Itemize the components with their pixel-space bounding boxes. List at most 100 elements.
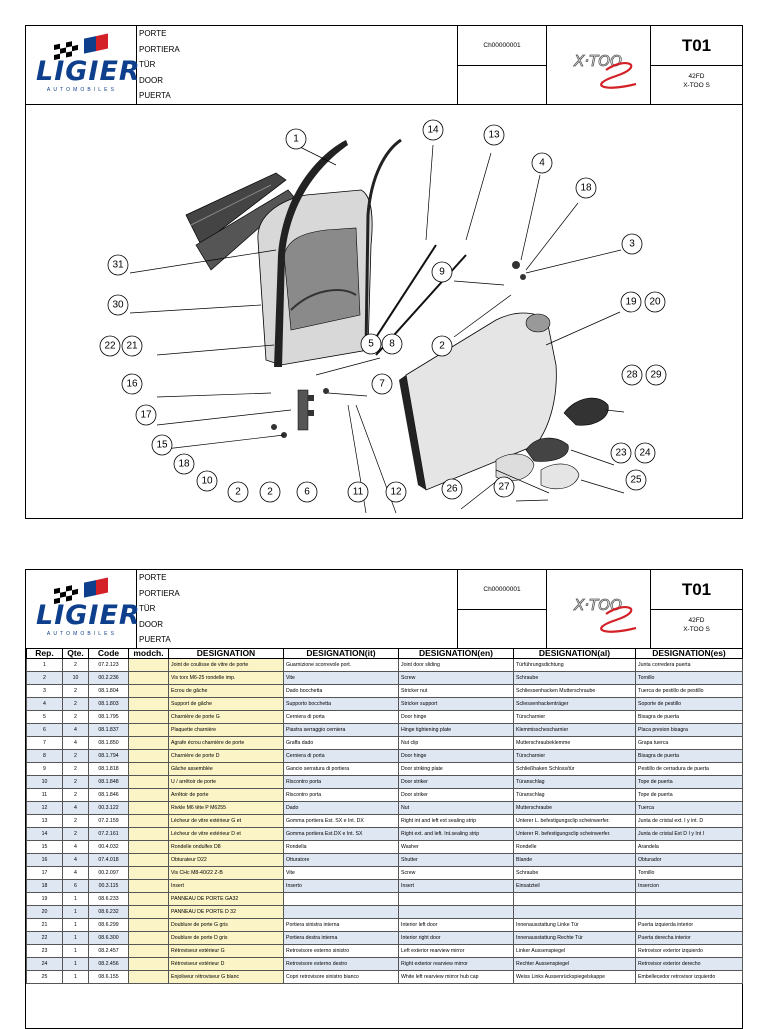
title-fr: PORTE — [139, 29, 167, 38]
designation-es-cell: Tornillo — [635, 866, 743, 880]
title-de: TÜR — [139, 604, 156, 614]
designation-es-cell: Bisagra de puerta — [635, 710, 743, 724]
svg-text:14: 14 — [427, 125, 439, 136]
designation-it-cell: Inserto — [283, 879, 399, 893]
designation-al-cell — [513, 905, 636, 919]
svg-text:7: 7 — [379, 379, 385, 390]
qte-cell: 2 — [62, 775, 89, 789]
designation-cell: U / arrêtoir de porte — [168, 775, 284, 789]
designation-en-cell: Nut — [398, 801, 514, 815]
rep-cell: 20 — [26, 905, 63, 919]
designation-it-cell: Guarnizione scorrevole port. — [283, 658, 399, 672]
designation-cell: Doublure de porte D gris — [168, 931, 284, 945]
modch-cell — [128, 970, 169, 984]
designation-al-cell: Mutterschraubeklemme — [513, 736, 636, 750]
designation-it-cell: Retrovisore esterno destro — [283, 957, 399, 971]
rep-cell: 21 — [26, 918, 63, 932]
designation-it-cell — [283, 905, 399, 919]
svg-text:27: 27 — [498, 482, 510, 493]
designation-es-cell: Puerta derecha interior — [635, 931, 743, 945]
designation-al-cell: Klemmisschescharnier — [513, 723, 636, 737]
callout-26: 26 — [441, 478, 463, 500]
modch-cell — [128, 697, 169, 711]
modch-cell — [128, 749, 169, 763]
modch-cell — [128, 827, 169, 841]
designation-al-cell: Einsatzteil — [513, 879, 636, 893]
sheet-header: LIGIER AUTOMOBILES PORTE PORTIERA TÜR DO… — [26, 26, 742, 105]
callout-28: 28 — [621, 364, 643, 386]
designation-it-cell: Portiera sinistra interna — [283, 918, 399, 932]
designation-es-cell — [635, 892, 743, 906]
designation-it-cell: Gomma portiera Est.DX e Int. SX — [283, 827, 399, 841]
code-cell: 08.2.456 — [88, 957, 129, 971]
title-it: PORTIERA — [139, 44, 180, 54]
designation-en-cell: Joint door sliding — [398, 658, 514, 672]
designation-es-cell: Pestillo de cerradura de puerta — [635, 762, 743, 776]
designation-al-cell: Blande — [513, 853, 636, 867]
code-cell: 08.6.299 — [88, 918, 129, 932]
callout-19: 19 — [620, 291, 642, 313]
chassis-code: Ch00000001 — [457, 26, 547, 66]
svg-text:23: 23 — [615, 448, 627, 459]
designation-es-cell: Tornillo — [635, 671, 743, 685]
callout-23: 23 — [610, 442, 632, 464]
callout-21: 21 — [121, 335, 143, 357]
svg-text:30: 30 — [112, 300, 124, 311]
designation-en-cell: Right ext. and left. Int.sealing strip — [398, 827, 514, 841]
designation-cell: Rondelle ondulfex D8 — [168, 840, 284, 854]
designation-al-cell: Schliessenhacken Mutterschraube — [513, 684, 636, 698]
callout-2-b: 2 — [259, 481, 281, 503]
xtoo-logo: X·TOO — [546, 570, 651, 648]
designation-en-cell: Stricker support — [398, 697, 514, 711]
designation-es-cell: Retrovisor exterior izquierdo — [635, 944, 743, 958]
code-cell: 08.1.818 — [88, 762, 129, 776]
designation-cell: Lécheur de vitre extérieur D et — [168, 827, 284, 841]
modch-cell — [128, 671, 169, 685]
designation-es-cell: Tuerca de pestillo de pestillo — [635, 684, 743, 698]
designation-cell: PANNEAU DE PORTE GA32 — [168, 892, 284, 906]
designation-al-cell: Türscharnier — [513, 749, 636, 763]
code-cell: 00.2.236 — [88, 671, 129, 685]
svg-text:12: 12 — [390, 487, 402, 498]
designation-es-cell: Junta corredera puerta — [635, 658, 743, 672]
callout-25: 25 — [625, 469, 647, 491]
designation-cell: Rivkle M6 tête P M6255 — [168, 801, 284, 815]
rep-cell: 23 — [26, 944, 63, 958]
qte-cell: 2 — [62, 684, 89, 698]
callout-6: 6 — [296, 481, 318, 503]
designation-it-cell: Cerniera di porta — [283, 710, 399, 724]
modch-cell — [128, 853, 169, 867]
designation-es-cell — [635, 905, 743, 919]
svg-text:31: 31 — [112, 260, 124, 271]
svg-text:10: 10 — [201, 476, 213, 487]
designation-al-cell: Innenausstattung Rechte Tür — [513, 931, 636, 945]
rep-cell: 10 — [26, 775, 63, 789]
svg-text:25: 25 — [630, 475, 642, 486]
code-cell: 07.2.161 — [88, 827, 129, 841]
title-es: PUERTA — [139, 91, 171, 101]
svg-text:X·TOO: X·TOO — [573, 52, 622, 70]
rep-cell: 15 — [26, 840, 63, 854]
svg-text:1: 1 — [293, 134, 299, 145]
designation-en-cell: Door hinge — [398, 749, 514, 763]
qte-cell: 1 — [62, 970, 89, 984]
chassis-blank — [457, 66, 547, 104]
exploded-door-drawing: 1 14 13 4 18 3 31 9 30 2 19 20 22 21 5 8… — [99, 119, 667, 514]
chassis-blank — [457, 610, 547, 648]
rep-cell: 25 — [26, 970, 63, 984]
header-designation-es: DESIGNATION(es) — [635, 648, 743, 659]
svg-text:28: 28 — [626, 370, 638, 381]
qte-cell: 2 — [62, 658, 89, 672]
designation-en-cell: Door hinge — [398, 710, 514, 724]
designation-es-cell: Tope de puerta — [635, 775, 743, 789]
title-en: DOOR — [139, 619, 163, 629]
callout-20: 20 — [644, 291, 666, 313]
model-name: X-TOO S — [683, 626, 710, 633]
callout-18-top: 18 — [575, 177, 597, 199]
